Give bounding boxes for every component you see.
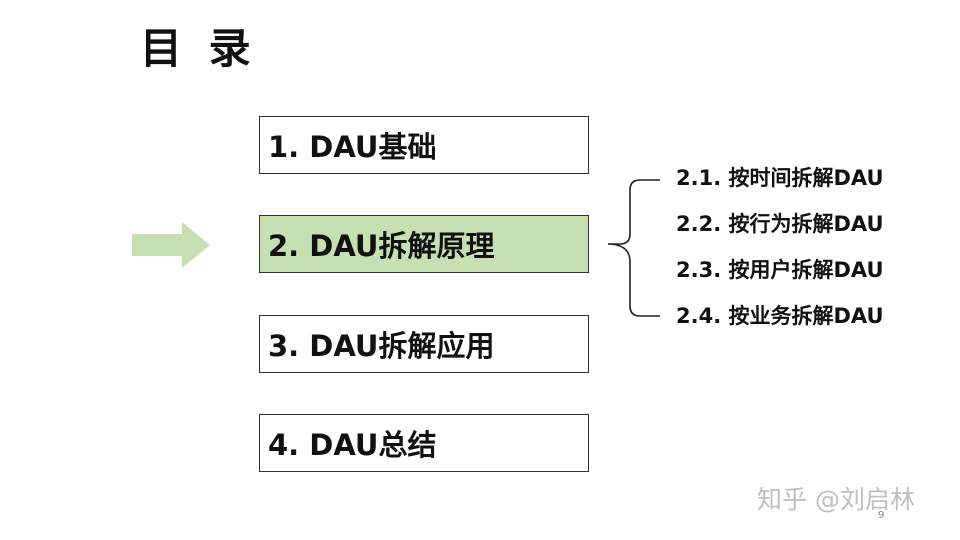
subitem-2-1[interactable]: 2.1. 按时间拆解DAU xyxy=(676,166,884,190)
toc-item-label: 4. DAU总结 xyxy=(268,428,437,462)
toc-item-label: 3. DAU拆解应用 xyxy=(268,329,495,363)
left-brace-icon xyxy=(607,179,660,317)
page-number: 9 xyxy=(878,510,885,521)
toc-item-label: 1. DAU基础 xyxy=(268,130,437,164)
toc-item-label: 2. DAU拆解原理 xyxy=(268,229,495,263)
toc-item-4[interactable]: 4. DAU总结 xyxy=(259,414,589,472)
right-arrow-icon xyxy=(132,222,210,268)
page-title: 目 录 xyxy=(140,24,257,73)
watermark: 知乎 @刘启林 xyxy=(757,485,915,514)
toc-item-1[interactable]: 1. DAU基础 xyxy=(259,116,589,174)
subitem-2-3[interactable]: 2.3. 按用户拆解DAU xyxy=(676,258,884,282)
subitem-2-2[interactable]: 2.2. 按行为拆解DAU xyxy=(676,212,884,236)
subitem-2-4[interactable]: 2.4. 按业务拆解DAU xyxy=(676,304,884,328)
toc-item-3[interactable]: 3. DAU拆解应用 xyxy=(259,315,589,373)
toc-item-2[interactable]: 2. DAU拆解原理 xyxy=(259,215,589,273)
